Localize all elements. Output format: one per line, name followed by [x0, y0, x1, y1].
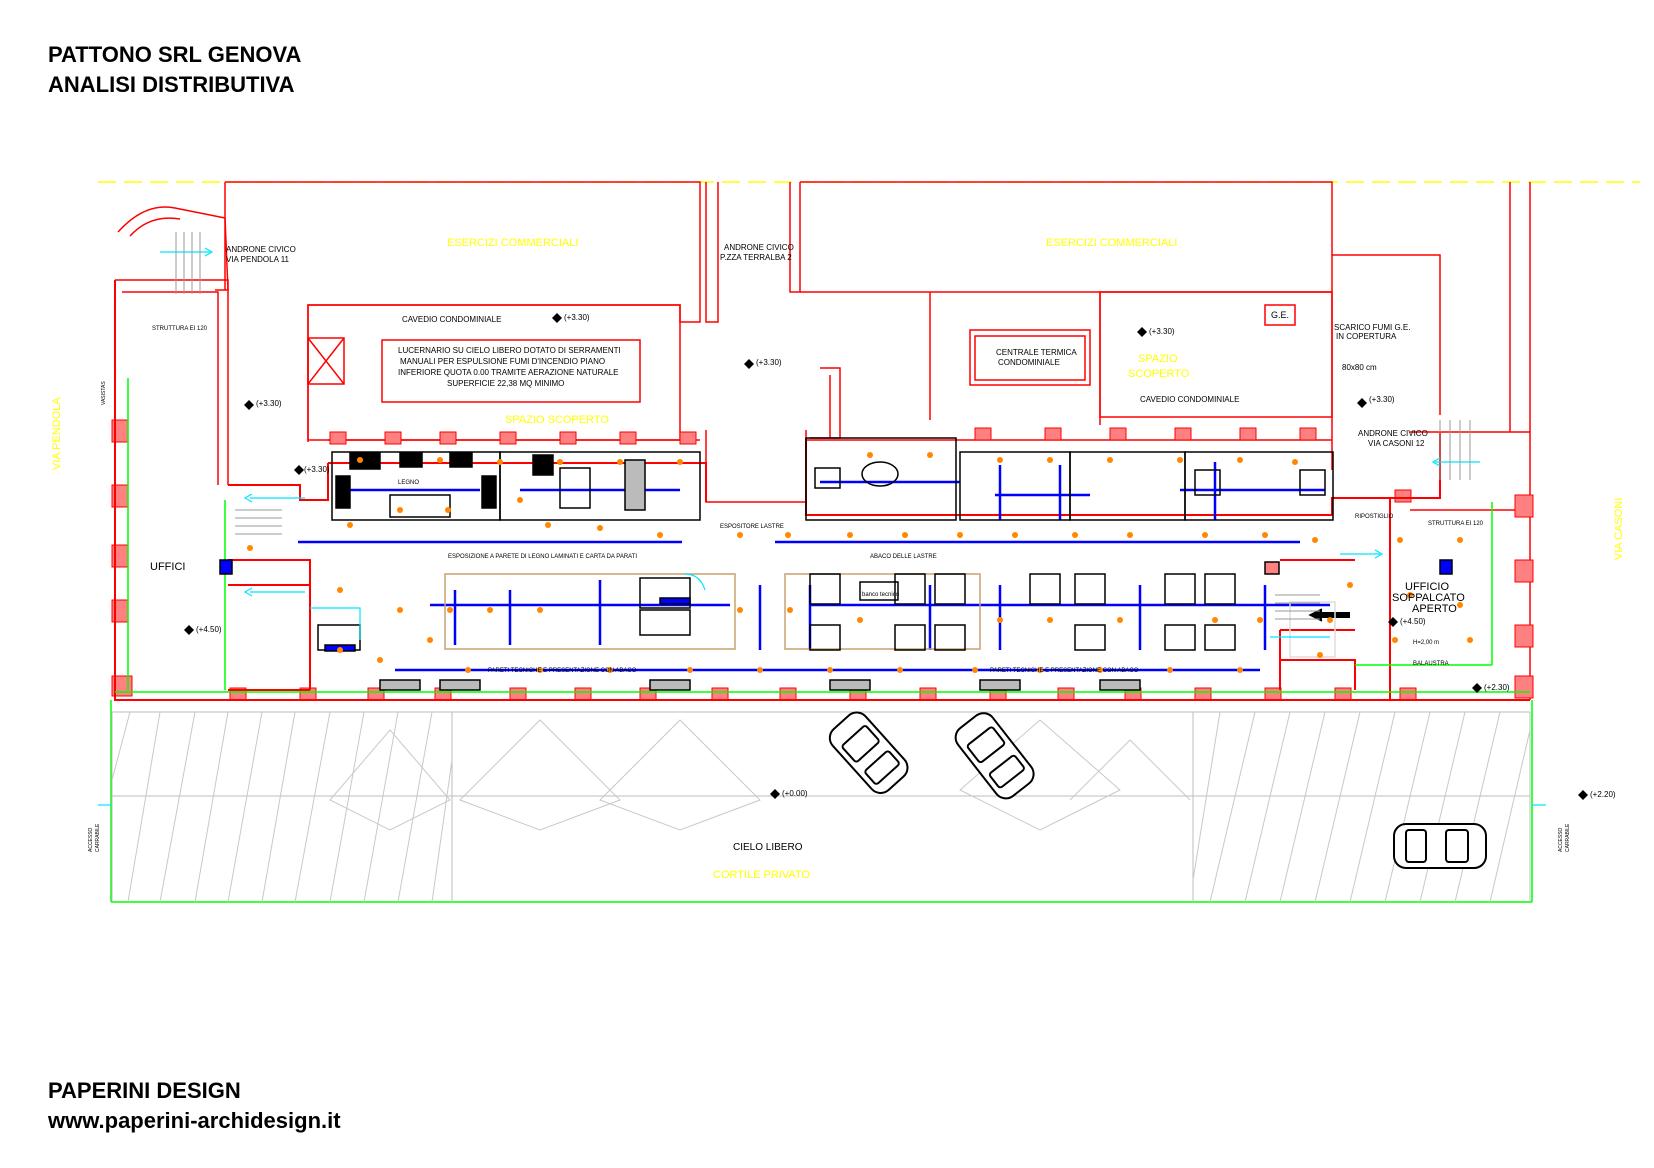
- diagonal-parking-lines: [111, 711, 1531, 903]
- label-courtyard: CORTILE PRIVATO: [713, 869, 810, 881]
- label-open-space-right-2: SCOPERTO: [1128, 368, 1190, 380]
- elevation-7: (+4.50): [196, 625, 222, 634]
- label-struct-right: STRUTTURA EI 120: [1428, 521, 1484, 527]
- label-skylight-4: SUPERFICIE 22,38 MQ MINIMO: [447, 379, 564, 388]
- elevation-11: (+2.20): [1590, 790, 1616, 799]
- label-commercial-right: ESERCIZI COMMERCIALI: [1046, 237, 1177, 249]
- skylight-box: [381, 339, 641, 403]
- stair-treads: [175, 232, 1471, 620]
- elevation-4: (+3.30): [304, 465, 330, 474]
- androne-pendola-wall: [117, 206, 229, 291]
- boundary-lines: [110, 378, 1533, 903]
- commercial-left-outline: [224, 181, 701, 442]
- elevation-2: (+3.30): [756, 358, 782, 367]
- car-1: [828, 711, 909, 794]
- label-exhaust-2: IN COPERTURA: [1336, 332, 1397, 341]
- elevation-10: (+0.00): [782, 789, 808, 798]
- label-street-right: VIA CASONI: [1613, 498, 1625, 560]
- elevation-5: (+3.30): [1149, 327, 1175, 336]
- label-mezz-2: SOPPALCATO: [1392, 592, 1465, 604]
- label-wood-wall-display: ESPOSIZIONE A PARETE DI LEGNO LAMINATI E…: [448, 554, 637, 560]
- furniture: [219, 437, 1453, 691]
- label-tech-walls-left: PARETI TECNICHE E PRESENTAZIONE CON ABAC…: [488, 668, 637, 674]
- generator-box: [1264, 304, 1296, 326]
- label-slabs-display: ESPOSITORE LASTRE: [720, 524, 784, 530]
- showroom-outer-wall: [114, 280, 1530, 701]
- label-thermal-2: CONDOMINIALE: [998, 358, 1060, 367]
- bathroom-display: [805, 437, 957, 521]
- elevation-labels: (+3.30) (+3.30) (+3.30) (+3.30) (+3.30) …: [196, 313, 1616, 799]
- label-skylight-1: LUCERNARIO SU CIELO LIBERO DOTATO DI SER…: [398, 346, 621, 355]
- label-cavedio-left: CAVEDIO CONDOMINIALE: [402, 315, 501, 324]
- label-exhaust-1: SCARICO FUMI G.E.: [1334, 323, 1410, 332]
- label-slabs-chart: ABACO DELLE LASTRE: [870, 554, 937, 560]
- label-ge-box: G.E.: [1271, 310, 1289, 320]
- label-tech-bench: banco tecnico: [862, 592, 900, 598]
- lighting-points: [247, 452, 1473, 673]
- label-street-left: VIA PENDOLA: [51, 397, 63, 470]
- label-vasistas: VASISTAS: [101, 381, 107, 405]
- label-balustrade: BALAUSTRA: [1413, 661, 1449, 667]
- label-struct-left: STRUTTURA EI 120: [152, 326, 208, 332]
- label-skylight-3: INFERIORE QUOTA 0.00 TRAMITE AERAZIONE N…: [398, 368, 619, 377]
- label-androne-pendola-2: VIA PENDOLA 11: [226, 255, 290, 264]
- label-androne-casoni-2: VIA CASONI 12: [1368, 439, 1425, 448]
- label-offices: UFFICI: [150, 561, 185, 573]
- label-access-left-2: CARRABILE: [95, 823, 101, 852]
- label-androne-terralba-2: P.ZZA TERRALBA 2: [720, 253, 792, 262]
- label-open-space-right-1: SPAZIO: [1138, 353, 1178, 365]
- thermal-plant: [969, 329, 1091, 386]
- car-3: [1393, 823, 1487, 869]
- elevation-3: (+3.30): [256, 399, 282, 408]
- adjacent-buildings: [115, 181, 1531, 700]
- designer-credit-block: PAPERINI DESIGN www.paperini-archidesign…: [48, 1076, 341, 1136]
- black-labels: ANDRONE CIVICO VIA PENDOLA 11 ANDRONE CI…: [88, 243, 1571, 853]
- elevation-6: (+3.30): [1369, 395, 1395, 404]
- label-duct-size: 80x80 cm: [1342, 363, 1377, 372]
- parked-cars: [828, 711, 1487, 869]
- label-thermal-1: CENTRALE TERMICA: [996, 348, 1077, 357]
- showroom-walls: [114, 280, 1530, 701]
- display-partitions: [298, 462, 1330, 672]
- label-androne-pendola-1: ANDRONE CIVICO: [226, 245, 296, 254]
- car-2: [954, 712, 1035, 800]
- elevation-8: (+4.50): [1400, 617, 1426, 626]
- label-storage: RIPOSTIGLIO: [1355, 514, 1394, 520]
- label-mezz-height: H=2,00 m: [1413, 640, 1439, 646]
- label-access-right-1: ACCESSO: [1558, 827, 1564, 852]
- project-subtitle: ANALISI DISTRIBUTIVA: [48, 72, 295, 97]
- studio-website: www.paperini-archidesign.it: [48, 1108, 341, 1133]
- label-access-right-2: CARRABILE: [1565, 823, 1571, 852]
- label-androne-terralba-1: ANDRONE CIVICO: [724, 243, 794, 252]
- circulation-elements: [98, 247, 1546, 806]
- label-skylight-2: MANUALI PER ESPULSIONE FUMI D'INCENDIO P…: [400, 357, 605, 366]
- label-wood: LEGNO: [398, 480, 419, 486]
- label-cavedio-right: CAVEDIO CONDOMINIALE: [1140, 395, 1239, 404]
- parking-stripes: [111, 711, 1531, 902]
- yellow-labels: ESERCIZI COMMERCIALI ESERCIZI COMMERCIAL…: [51, 237, 1625, 881]
- label-mezz-1: UFFICIO: [1405, 581, 1449, 593]
- structural-pillars: [111, 419, 1534, 701]
- label-open-space-left: SPAZIO SCOPERTO: [505, 414, 609, 426]
- casoni-building-walls: [1345, 182, 1531, 432]
- androne-terralba-walls: [705, 182, 801, 323]
- project-title: PATTONO SRL GENOVA: [48, 42, 302, 67]
- elevation-1: (+3.30): [564, 313, 590, 322]
- label-androne-casoni-1: ANDRONE CIVICO: [1358, 429, 1428, 438]
- label-commercial-left: ESERCIZI COMMERCIALI: [447, 237, 578, 249]
- label-access-left-1: ACCESSO: [88, 827, 94, 852]
- label-mezz-3: APERTO: [1412, 603, 1457, 615]
- label-tech-walls-right: PARETI TECNICHE E PRESENTAZIONE CON ABAC…: [990, 668, 1139, 674]
- studio-name: PAPERINI DESIGN: [48, 1078, 241, 1103]
- label-sky: CIELO LIBERO: [733, 842, 803, 853]
- elevation-markers: [184, 313, 1588, 800]
- elevation-9: (+2.30): [1484, 683, 1510, 692]
- drawing-title-block: PATTONO SRL GENOVA ANALISI DISTRIBUTIVA: [48, 40, 301, 100]
